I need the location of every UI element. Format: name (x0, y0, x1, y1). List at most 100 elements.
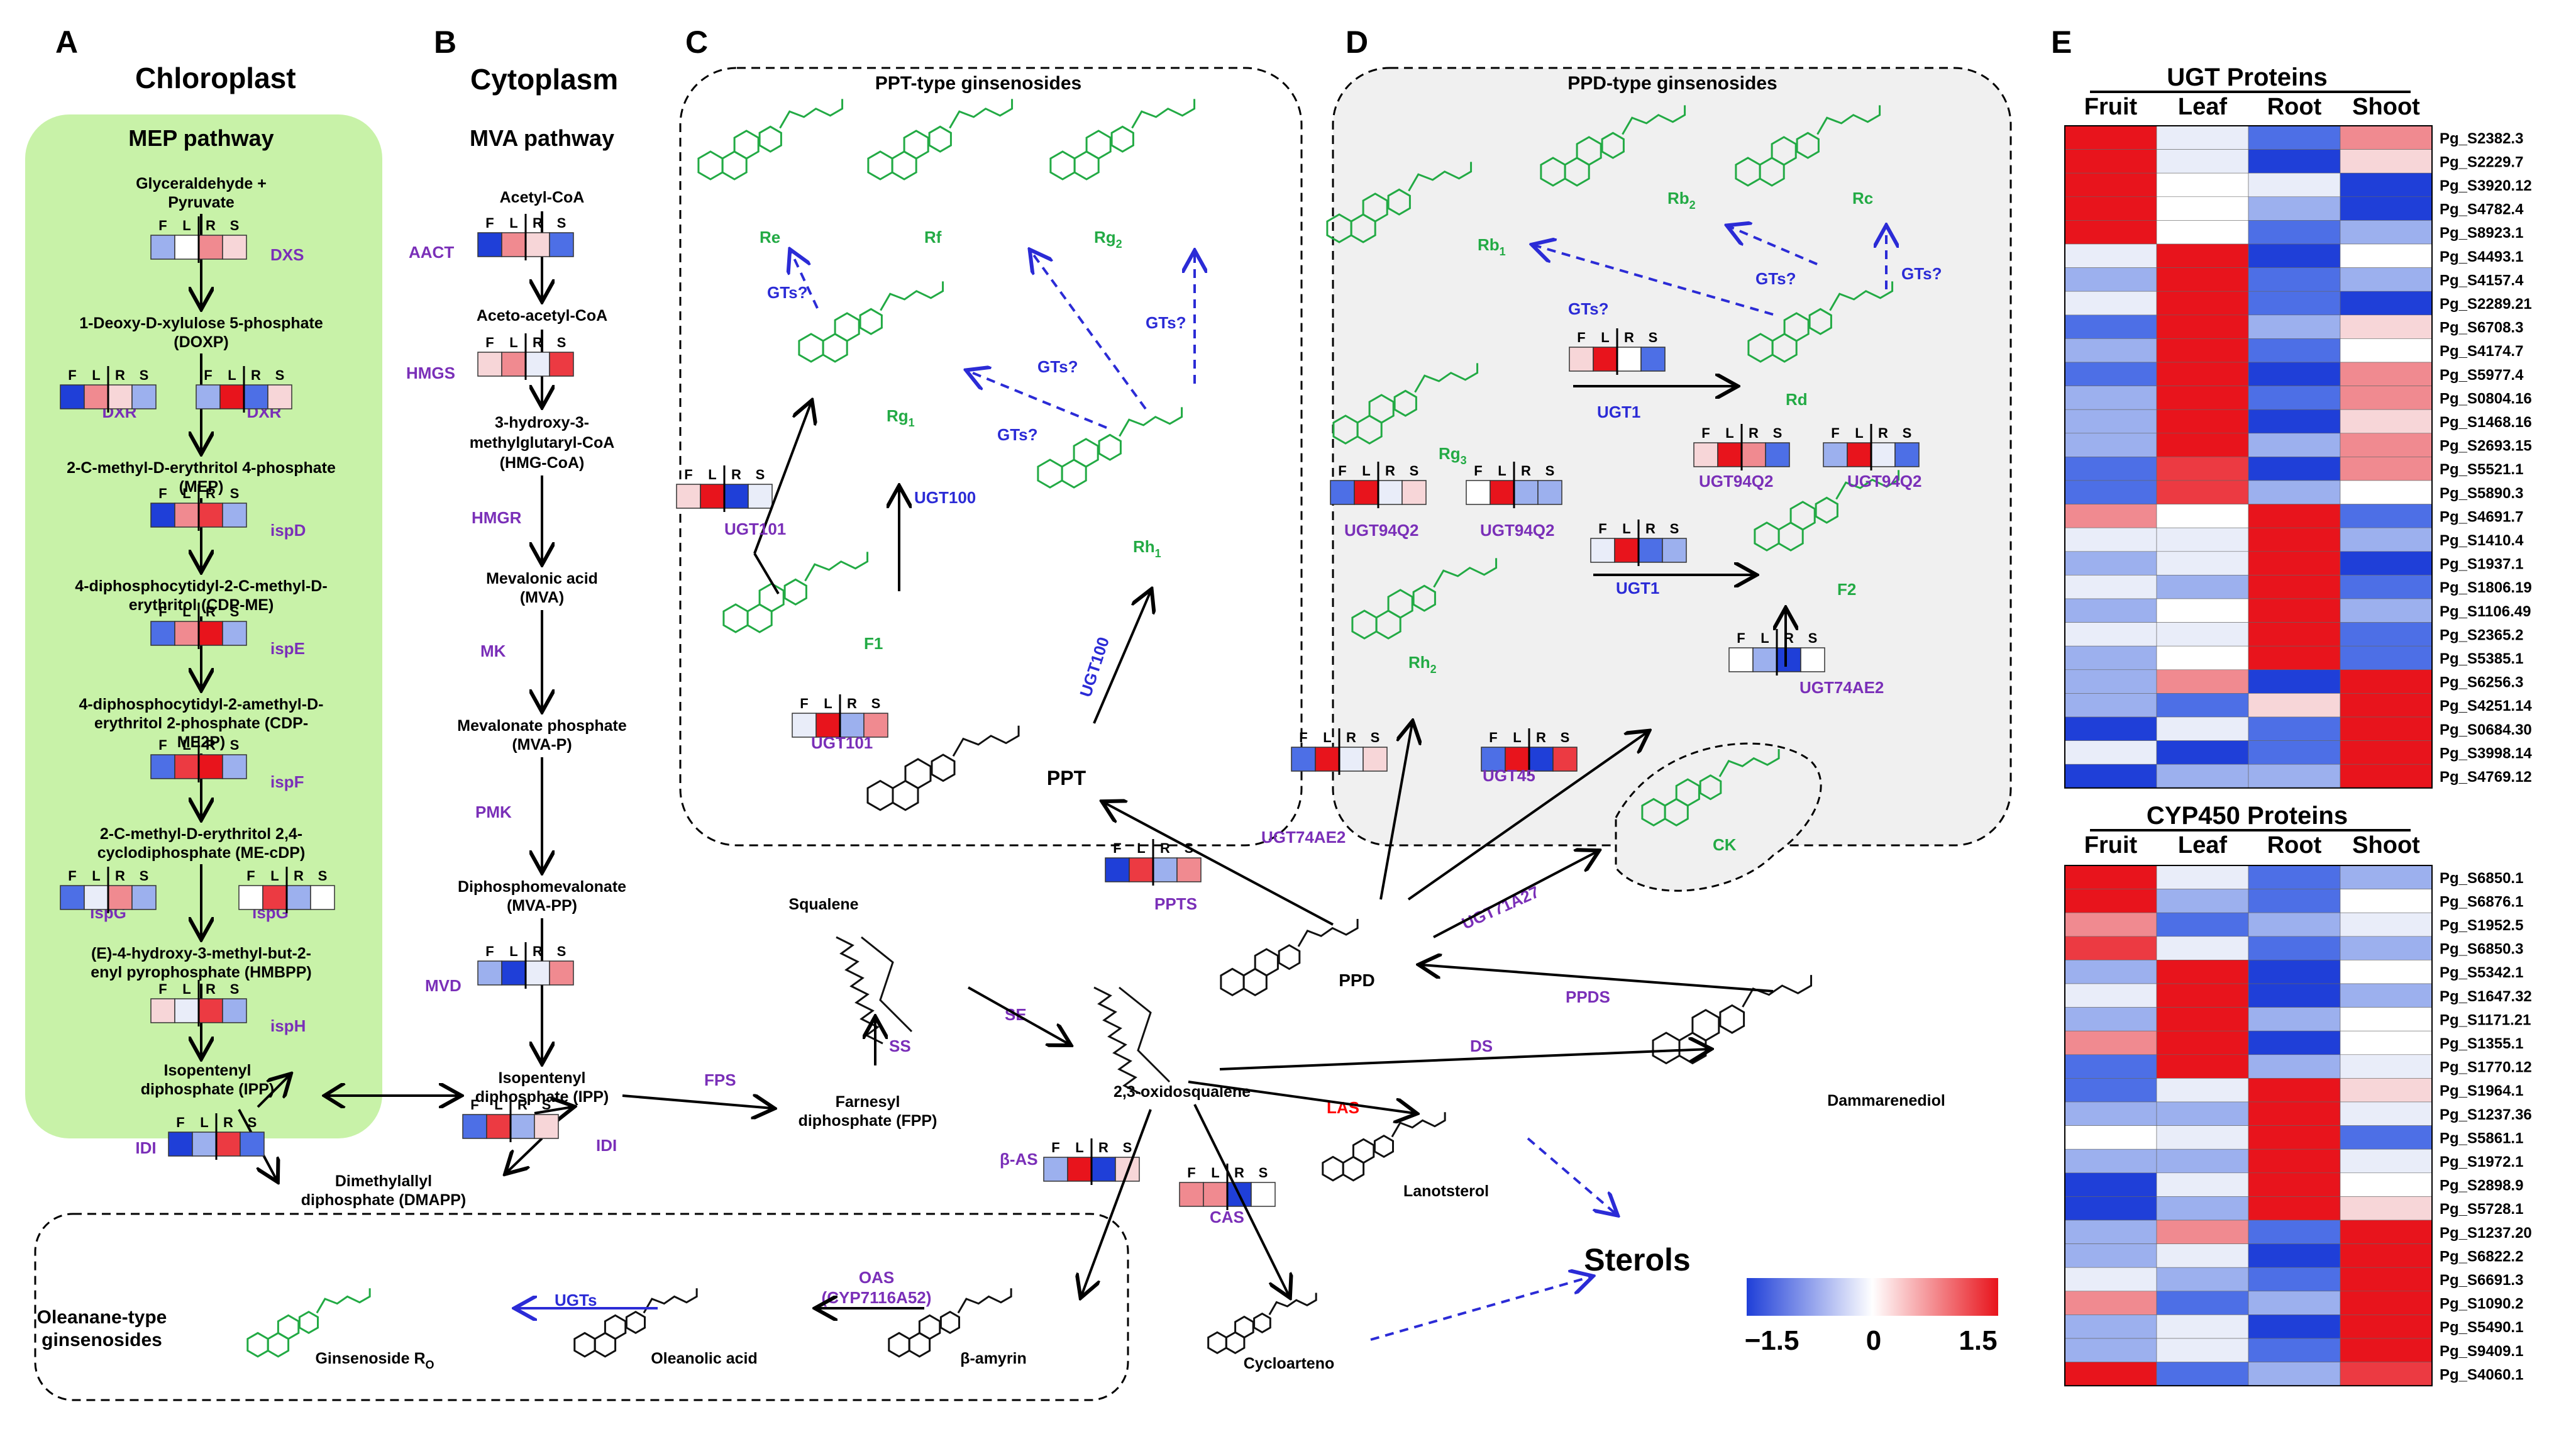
heatmap-cell (2248, 1148, 2341, 1174)
flrs-label: F (1577, 330, 1585, 345)
heatmap-gene-label: Pg_S1647.32 (2440, 988, 2532, 1005)
flrs-label: L (824, 696, 832, 711)
heatmap-gene-label: Pg_S1964.1 (2440, 1082, 2523, 1099)
enzyme-fps: FPS (704, 1070, 736, 1089)
enzyme-ppts: PPTS (1154, 894, 1197, 913)
flrs-label: L (1137, 840, 1145, 856)
heatmap-cell (2248, 362, 2341, 386)
ginsenoside-ro-text: Ginsenoside R (315, 1350, 425, 1367)
flrs-label: L (200, 1115, 208, 1130)
oleanolic-acid-label: Oleanolic acid (651, 1350, 758, 1367)
gt-label-rb1: GTs? (1568, 299, 1609, 318)
flrs-cell (174, 754, 199, 779)
flrs-label: R (1749, 425, 1759, 441)
molecule-skeleton (1735, 105, 1881, 187)
ginsenoside-rc: Rc (1852, 189, 1873, 208)
heatmap-gene-label: Pg_S2898.9 (2440, 1177, 2523, 1194)
flrs-cell (131, 885, 157, 910)
heatmap-cell (2340, 504, 2433, 528)
heatmap-cell (2064, 457, 2157, 481)
flrs-cell (1537, 480, 1562, 505)
heatmap-gene-label: Pg_S2382.3 (2440, 130, 2523, 147)
flrs-cell (1251, 1182, 1276, 1207)
legend-min: −1.5 (1745, 1325, 1799, 1356)
flrs-label: F (1051, 1140, 1059, 1155)
flrs-cell (1590, 538, 1615, 563)
flrs-label: S (871, 696, 881, 711)
heatmap-cell (2064, 960, 2157, 984)
heatmap-cell (2156, 243, 2249, 268)
flrs-cell (501, 232, 526, 257)
heatmap-gene-label: Pg_S4769.12 (2440, 769, 2532, 786)
flrs-label: R (847, 696, 857, 711)
flrs-label: S (1903, 425, 1912, 441)
flrs-label: F (158, 486, 167, 501)
flrs-label: S (230, 218, 240, 233)
heatmap-column-label: Shoot (2352, 94, 2420, 120)
flrs-cell (243, 384, 268, 409)
heatmap-gene-label: Pg_S2229.7 (2440, 153, 2523, 170)
heatmap-cell (2340, 1315, 2433, 1339)
flrs-label: R (1536, 730, 1546, 745)
mva-hmgcoa-line2: methylglutaryl-CoA (470, 434, 615, 452)
heatmap-cell (2340, 314, 2433, 339)
flrs-cell (192, 1132, 217, 1157)
heatmap-cell (2156, 693, 2249, 718)
flrs-cell (1617, 347, 1642, 372)
heatmap-cell (2064, 912, 2157, 937)
flrs-label: F (470, 1097, 478, 1113)
rh2-text: Rh (1408, 653, 1430, 672)
heatmap-gene-label: Pg_S5385.1 (2440, 650, 2523, 667)
heatmap-cell (2248, 386, 2341, 410)
heatmap-cell (2156, 149, 2249, 174)
flrs-cell (1378, 480, 1403, 505)
flrs-cell (1765, 442, 1790, 467)
molecule-skeleton (1220, 919, 1359, 997)
flrs-label: L (1855, 425, 1863, 441)
heatmap-column-label: Fruit (2084, 94, 2138, 120)
flrs-cell (238, 885, 263, 910)
heatmap-cell (2156, 912, 2249, 937)
ginsenoside-f1: F1 (864, 634, 883, 653)
heatmap-gene-label: Pg_S4691.7 (2440, 508, 2523, 525)
molecule-skeleton (722, 552, 869, 633)
enzyme-oas-line1: OAS (859, 1268, 894, 1287)
heatmap-gene-label: Pg_S3998.14 (2440, 745, 2532, 762)
legend-max: 1.5 (1959, 1325, 1997, 1356)
heatmap-cell (2340, 267, 2433, 292)
flrs-cell (724, 484, 749, 509)
enzyme-ugt74ae2-upper: UGT74AE2 (1799, 678, 1884, 697)
ginsenoside-ro-sub: O (426, 1359, 434, 1371)
flrs-label: F (246, 868, 255, 884)
enzyme-ds: DS (1470, 1037, 1493, 1055)
heatmap-gene-label: Pg_S0684.30 (2440, 721, 2532, 738)
heatmap-cell (2156, 865, 2249, 889)
flrs-label: F (1831, 425, 1839, 441)
heatmap-cell (2340, 172, 2433, 197)
heatmap-cell (2340, 149, 2433, 174)
heatmap-cell (2248, 291, 2341, 316)
flrs-cell (84, 885, 109, 910)
mep-mep-line2: (MEP) (179, 478, 224, 496)
heatmap-cell (2064, 598, 2157, 623)
heatmap-cell (2248, 527, 2341, 552)
flrs-cell (219, 384, 245, 409)
mva-mvap-line2: (MVA-P) (512, 736, 572, 753)
enzyme-ugt101-lower: UGT101 (811, 733, 873, 752)
ginsenoside-rb1: Rb1 (1478, 235, 1506, 258)
flrs-label: F (204, 367, 212, 383)
flrs-label: L (1498, 463, 1506, 479)
rg2-text: Rg (1094, 228, 1116, 247)
molecule-skeleton (1322, 1112, 1446, 1182)
flrs-label: R (1160, 840, 1170, 856)
heatmap-cell (2248, 889, 2341, 913)
oxidosqualene-label: 2,3-oxidosqualene (1114, 1083, 1251, 1101)
heatmap-cell (2340, 1054, 2433, 1079)
mva-ipp-line2: diphosphate (IPP) (475, 1088, 609, 1106)
flrs-label: L (182, 218, 191, 233)
heatmap-cell (2156, 960, 2249, 984)
flrs-cell (60, 384, 85, 409)
